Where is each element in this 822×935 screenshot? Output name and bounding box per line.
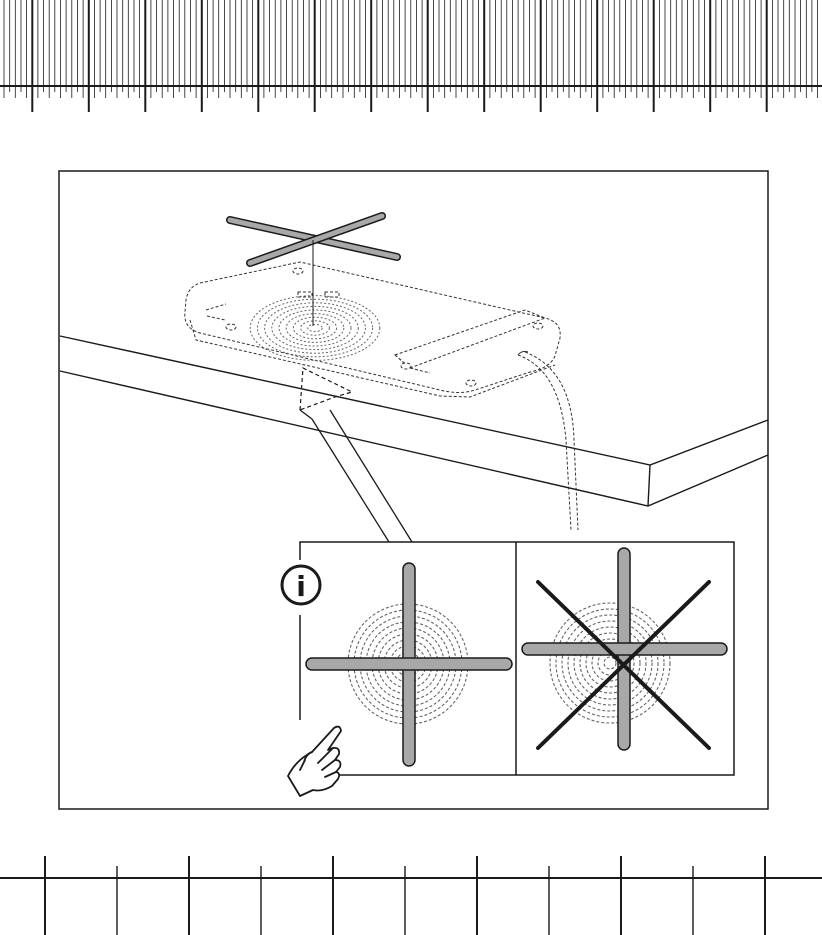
- top-ruler: [0, 0, 822, 112]
- charger-cable: [518, 351, 578, 530]
- info-icon: i: [282, 566, 320, 604]
- bottom-ruler: [0, 856, 822, 935]
- info-icon-label: i: [296, 570, 306, 603]
